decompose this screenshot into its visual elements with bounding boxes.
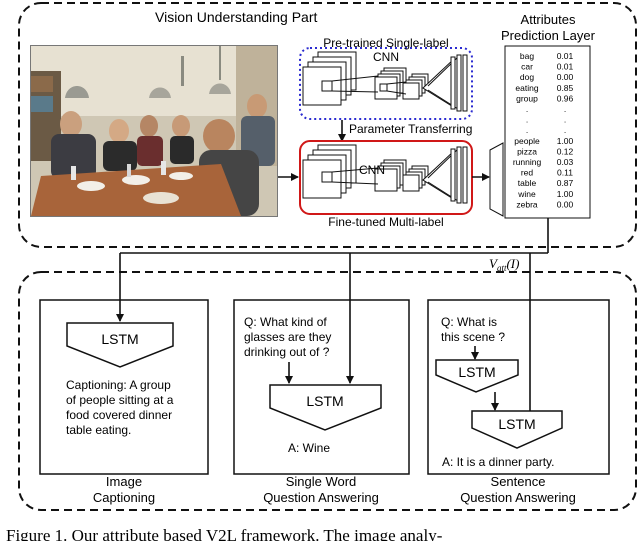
captioning-task-box [39, 299, 209, 475]
captioning-output-line-4: table eating. [66, 423, 131, 437]
sentence-answer: A: It is a dinner party. [442, 455, 555, 469]
attribute-score: 1.00 [557, 189, 574, 199]
sentence-task-box [427, 299, 610, 475]
single-word-label-line2: Question Answering [263, 490, 379, 505]
vision-panel-title: Vision Understanding Part [155, 9, 318, 25]
attribute-score: 0.11 [557, 168, 573, 178]
vatt-sub: att [497, 263, 507, 273]
vatt-arg: (I) [506, 256, 519, 271]
single-word-lstm-label: LSTM [306, 393, 343, 409]
pretrained-cnn-box [299, 47, 473, 120]
single-word-task-box [233, 299, 410, 475]
attribute-score: . [564, 115, 566, 125]
vatt-label: Vatt(I) [489, 256, 519, 273]
single-word-question-line-2: glasses are they [244, 330, 331, 344]
attribute-score: 0.96 [557, 93, 574, 103]
sentence-question-line-1: Q: What is [441, 315, 497, 329]
single-word-lstm-block [269, 384, 382, 431]
sentence-label-line2: Question Answering [460, 490, 576, 505]
pretrained-cnn-layers-icon [302, 51, 468, 112]
attribute-label: group [516, 93, 538, 103]
attribute-label: red [521, 168, 534, 178]
sentence-label: Sentence [491, 474, 546, 489]
attribute-label: eating [515, 83, 538, 93]
captioning-output-line-1: Captioning: A group [66, 378, 171, 392]
sentence-lstm-decoder-block [471, 410, 563, 449]
attribute-score: . [564, 104, 566, 114]
sentence-lstm-encoder-block [435, 359, 519, 393]
attribute-label: people [514, 136, 540, 146]
attribute-label: . [526, 125, 528, 135]
attribute-label: pizza [517, 146, 537, 156]
single-word-label: Single Word [286, 474, 357, 489]
attribute-score: 0.03 [557, 157, 574, 167]
attribute-score: 0.00 [557, 72, 574, 82]
figure-caption: Figure 1. Our attribute based V2L framew… [6, 526, 443, 541]
attributes-title-line2: Prediction Layer [501, 28, 596, 43]
single-word-question-line-3: drinking out of ? [244, 345, 330, 359]
captioning-label-line2: Captioning [93, 490, 155, 505]
attribute-label: table [518, 178, 537, 188]
attributes-panel-shadow [489, 142, 504, 217]
sentence-question-line-2: this scene ? [441, 330, 505, 344]
attribute-score: 1.00 [557, 136, 574, 146]
sentence-lstm-encoder-label: LSTM [458, 364, 495, 380]
finetuned-cnn-caption: Fine-tuned Multi-label [328, 215, 443, 229]
attribute-label: car [521, 62, 533, 72]
vision-understanding-panel [18, 2, 637, 248]
dinner-scene-photo [30, 45, 278, 217]
attributes-title: Attributes [521, 12, 576, 27]
captioning-lstm-block [66, 322, 174, 368]
attribute-score: . [564, 125, 566, 135]
pretrained-cnn-caption-cnn: CNN [373, 50, 399, 64]
parameter-transfer-label: Parameter Transferring [349, 122, 472, 136]
finetuned-cnn-inner-label: CNN [359, 163, 385, 177]
attribute-score: 0.85 [557, 83, 574, 93]
vatt-base: V [489, 256, 499, 271]
attribute-label: zebra [516, 199, 538, 209]
single-word-answer: A: Wine [288, 441, 330, 455]
language-tasks-panel [18, 271, 637, 511]
attribute-label: . [526, 104, 528, 114]
attribute-score: 0.01 [557, 62, 574, 72]
sentence-lstm-decoder-label: LSTM [498, 416, 535, 432]
attribute-label: dog [520, 72, 534, 82]
captioning-output-line-3: food covered dinner [66, 408, 172, 422]
attribute-score: 0.12 [557, 146, 574, 156]
attribute-score: 0.87 [557, 178, 574, 188]
pretrained-cnn-caption: Pre-trained Single-label [323, 36, 448, 50]
attribute-label: bag [520, 51, 534, 61]
finetuned-cnn-layers-icon [302, 144, 468, 204]
attribute-score: 0.00 [557, 199, 574, 209]
single-word-question-line-1: Q: What kind of [244, 315, 327, 329]
attribute-label: wine [517, 189, 536, 199]
attribute-score: 0.01 [557, 51, 574, 61]
attribute-label: . [526, 115, 528, 125]
attribute-label: running [513, 157, 542, 167]
captioning-lstm-label: LSTM [101, 331, 138, 347]
attribute-score-list: bag 0.01 car 0.01 dog 0.00 eating 0.85 group 0.96… [513, 51, 574, 209]
captioning-label: Image [106, 474, 142, 489]
captioning-output-line-2: of people sitting at a [66, 393, 174, 407]
